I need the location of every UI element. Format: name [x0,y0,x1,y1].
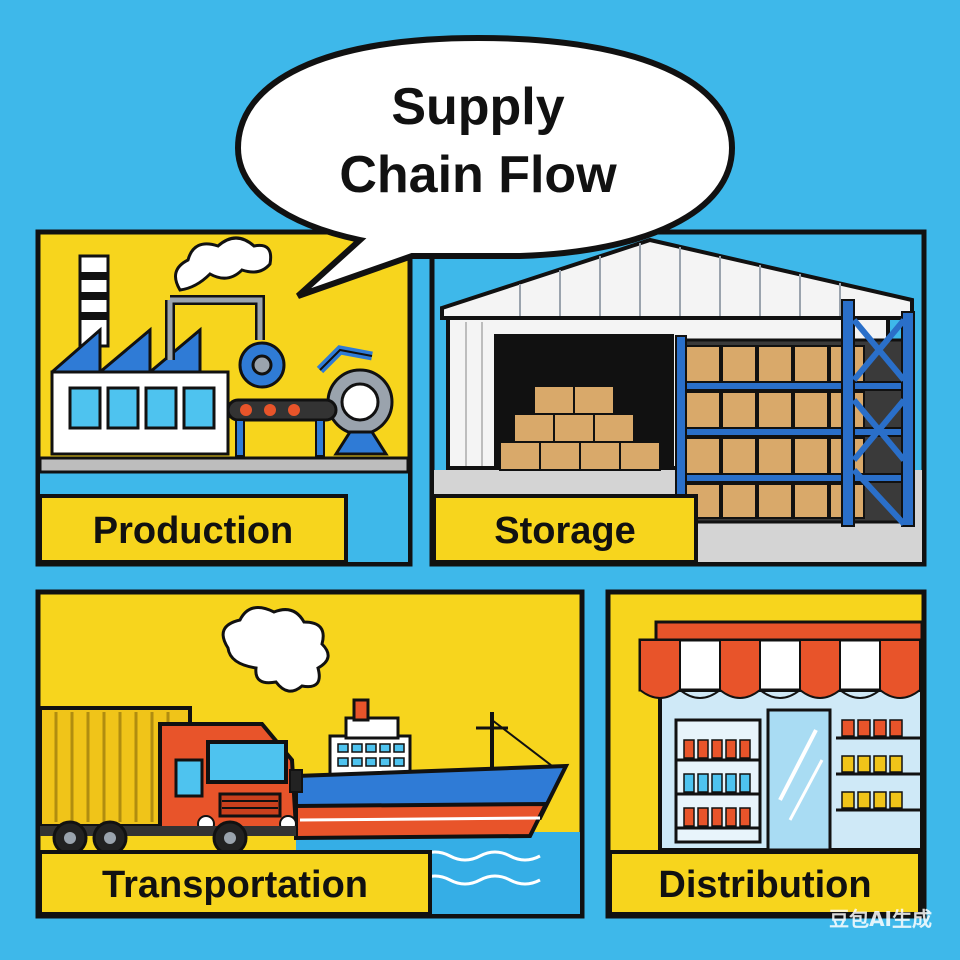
storefront-icon [638,620,924,852]
transportation-label: Transportation [102,864,368,906]
storage-label: Storage [494,510,635,552]
production-label: Production [93,510,294,552]
distribution-label: Distribution [658,864,871,906]
truck-icon [38,706,303,856]
speech-bubble: Supply Chain Flow [234,34,736,299]
panel-distribution: Distribution [605,589,927,919]
panel-storage: Storage [429,229,927,567]
title-line-1: Supply [391,78,564,136]
transportation-label-box: Transportation [38,850,432,916]
storage-label-box: Storage [432,494,698,564]
panel-production: Production [35,229,413,567]
ship-icon [221,606,580,914]
factory-icon [50,236,394,457]
panel-transportation: Transportation [35,589,585,919]
distribution-label-box: Distribution [608,850,922,916]
watermark-text: 豆包AI生成 [829,907,932,931]
production-label-box: Production [38,494,348,564]
warehouse-icon [434,237,922,562]
title-line-2: Chain Flow [339,146,617,204]
